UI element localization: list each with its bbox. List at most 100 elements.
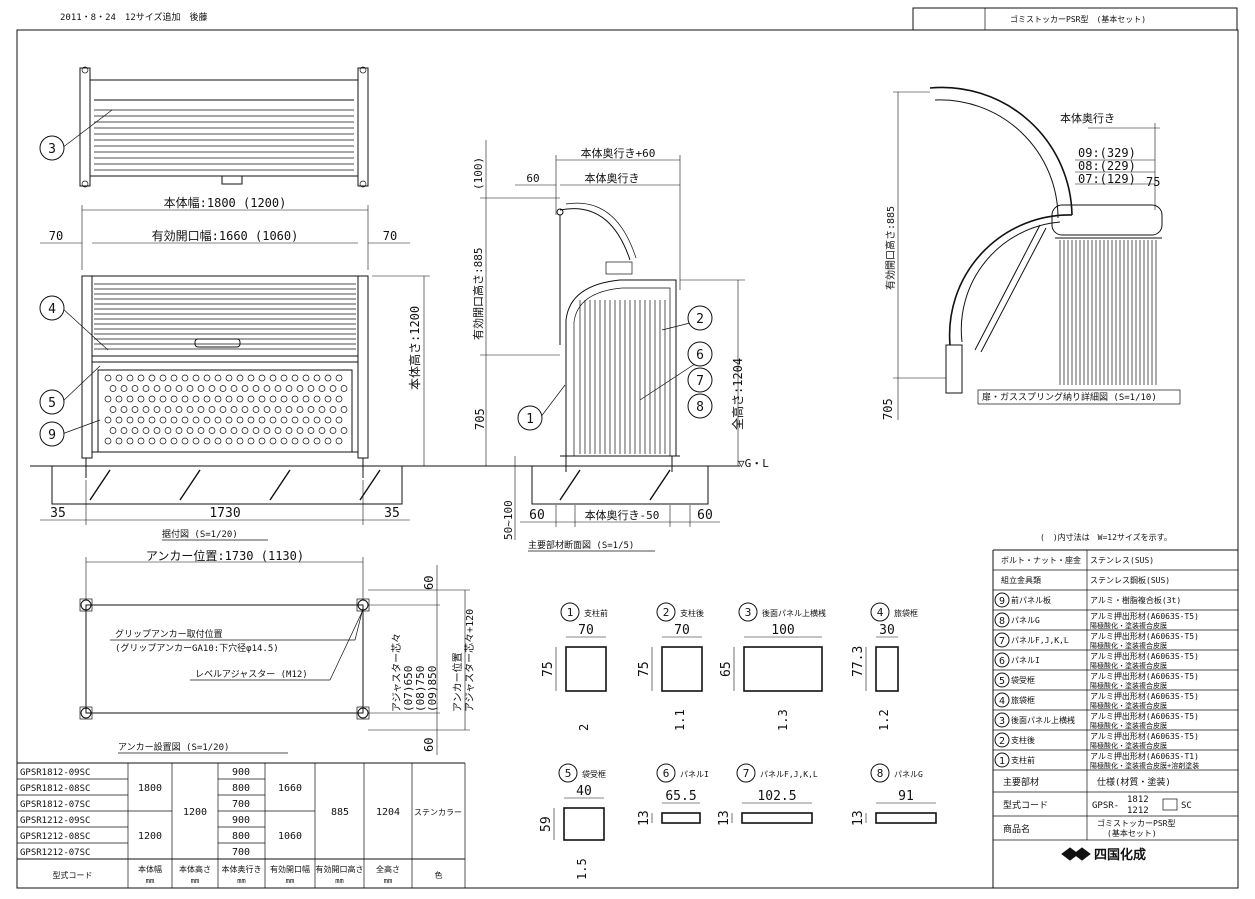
model-ew1060: 1060 xyxy=(278,831,302,842)
part-spec-2: 陽極酸化・塗装複合皮膜 xyxy=(1090,661,1167,670)
model-th: 1204 xyxy=(376,807,400,818)
model-header: 全高さ xyxy=(376,864,400,874)
callout-circle xyxy=(517,405,543,431)
model-depth: 700 xyxy=(232,847,250,858)
callout-num: 1 xyxy=(526,412,534,427)
detail-view: 本体奥行き 09:(329) 08:(229) 07:(129) 75 有効開口… xyxy=(881,86,1181,420)
profile-num: 4 xyxy=(877,606,884,619)
date-note: 2011・8・24 12サイズ追加 後藤 xyxy=(60,11,208,23)
model-header: 色 xyxy=(435,870,443,880)
model-header: 本体奥行き xyxy=(222,864,262,874)
part-label: 後面パネル上横桟 xyxy=(1011,715,1075,725)
model-header: 有効開口幅 xyxy=(270,864,310,874)
callout-circle xyxy=(39,295,65,321)
profile-name: 袋受框 xyxy=(582,769,606,779)
detail-d07: 07:(129) xyxy=(1078,172,1136,186)
model-header-unit: mm xyxy=(191,877,199,885)
part-label: パネルI xyxy=(1011,656,1040,665)
callout-num: 5 xyxy=(48,396,56,411)
profile-height: 65 xyxy=(719,661,734,677)
model-table: GPSR1812-09SCGPSR1812-08SCGPSR1812-07SCG… xyxy=(16,762,466,889)
part-label: パネルG xyxy=(1011,616,1040,625)
main-label: 主要部材 xyxy=(1003,776,1039,788)
detail-d08: 08:(229) xyxy=(1078,159,1136,173)
profile-num-circle xyxy=(738,602,758,622)
part-spec-2: 陽極酸化・塗装複合皮膜 xyxy=(1090,681,1167,690)
dim-bottom-left: 35 xyxy=(50,506,66,521)
part-spec: アルミ押出形材(A6063S-T5) xyxy=(1090,651,1199,661)
front-view: 本体幅:1800 (1200) 有効開口幅:1660 (1060) 70 70 … xyxy=(30,195,740,541)
model-depth: 700 xyxy=(232,799,250,810)
profile-height: 77.3 xyxy=(851,646,866,677)
section-view: 本体奥行き+60 本体奥行き 60 (100) 有効開口高さ:885 705 全… xyxy=(471,140,769,552)
anchor-60-top: 60 xyxy=(422,576,436,590)
part-spec-2: 陽極酸化・塗装複合皮膜 xyxy=(1090,701,1167,710)
detail-eff-height: 有効開口高さ:885 xyxy=(884,206,897,290)
model-depth: 800 xyxy=(232,831,250,842)
model-depth: 900 xyxy=(232,815,250,826)
profile-num: 8 xyxy=(877,767,884,780)
profile-num: 6 xyxy=(663,767,670,780)
part-spec: アルミ押出形材(A6063S-T1) xyxy=(1090,751,1199,761)
caption-detail: 扉・ガススプリング納り詳細図 (S=1/10) xyxy=(982,391,1157,403)
model-header: 本体高さ xyxy=(179,864,211,874)
dim-depth-plus: 本体奥行き+60 xyxy=(581,146,656,160)
profile-thickness: 1.5 xyxy=(575,858,589,880)
top-plan-view xyxy=(79,66,369,188)
profile-thickness: 2 xyxy=(577,724,591,731)
part-num: 6 xyxy=(999,656,1005,667)
profile-height: 75 xyxy=(637,661,652,677)
part-spec: アルミ押出形材(A6063S-T5) xyxy=(1090,671,1199,681)
main-spec: 仕様(材質・塗装) xyxy=(1097,776,1171,788)
profile-width: 40 xyxy=(576,784,592,799)
profile-num-circle xyxy=(558,763,578,783)
model-header-unit: mm xyxy=(237,877,245,885)
company-logo: 四国化成 xyxy=(1094,847,1146,863)
part-spec-2: 陽極酸化・塗装複合皮膜 xyxy=(1090,741,1167,750)
callout-circle xyxy=(39,135,65,161)
part-spec: アルミ押出形材(A6063S-T5) xyxy=(1090,631,1199,641)
part-spec-2: 陽極酸化・塗装複合皮膜 xyxy=(1090,621,1167,630)
caption-anchor: アンカー設置図 (S=1/20) xyxy=(118,741,229,753)
dim-bottom-right: 35 xyxy=(384,506,400,521)
callout-num: 8 xyxy=(696,400,704,415)
callout-circle xyxy=(687,393,713,419)
dim-range: 50~100 xyxy=(502,500,515,540)
part-label: 支柱前 xyxy=(1011,755,1035,765)
dim-side-right: 70 xyxy=(383,229,397,243)
model-header-unit: mm xyxy=(384,877,392,885)
anchor-a09: (09)850 xyxy=(426,666,439,712)
callout-circle xyxy=(687,305,713,331)
part-spec: アルミ押出形材(A6063S-T5) xyxy=(1090,711,1199,721)
profile-num: 7 xyxy=(743,767,750,780)
dim-body-width: 本体幅:1800 (1200) xyxy=(164,195,287,210)
part-num: 5 xyxy=(999,676,1005,687)
model-ew1660: 1660 xyxy=(278,783,302,794)
callout-circle xyxy=(687,341,713,367)
model-header-unit: mm xyxy=(286,877,294,885)
detail-d09: 09:(329) xyxy=(1078,146,1136,160)
profile-name: 後面パネル上横桟 xyxy=(762,608,826,618)
dim-depth-minus: 本体奥行き-50 xyxy=(585,508,660,522)
model-w1200: 1200 xyxy=(138,831,162,842)
dim-bottom: 1730 xyxy=(209,506,240,521)
dim-eff-width: 有効開口幅:1660 (1060) xyxy=(152,228,299,243)
dim-b60r: 60 xyxy=(697,508,713,523)
caption-front: 据付図 (S=1/20) xyxy=(162,528,238,540)
profile-name: 支柱前 xyxy=(584,608,608,618)
profile-thickness: 1.1 xyxy=(673,709,687,731)
profile-name: 旅袋框 xyxy=(894,608,918,618)
code-a: 1812 xyxy=(1127,795,1149,805)
code-label: 型式コード xyxy=(1003,799,1048,811)
title-box-text: ゴミストッカーPSR型 (基本セット) xyxy=(1010,14,1146,24)
part-label: パネルF,J,K,L xyxy=(1011,636,1069,645)
model-color: ステンカラー xyxy=(414,808,462,817)
detail-depth: 本体奥行き xyxy=(1060,111,1115,125)
callout-num: 9 xyxy=(48,428,56,443)
profile-width: 30 xyxy=(879,623,895,638)
part-num: 8 xyxy=(999,616,1005,627)
dim-eff-height: 有効開口高さ:885 xyxy=(471,248,485,341)
profile-width: 102.5 xyxy=(757,789,796,804)
